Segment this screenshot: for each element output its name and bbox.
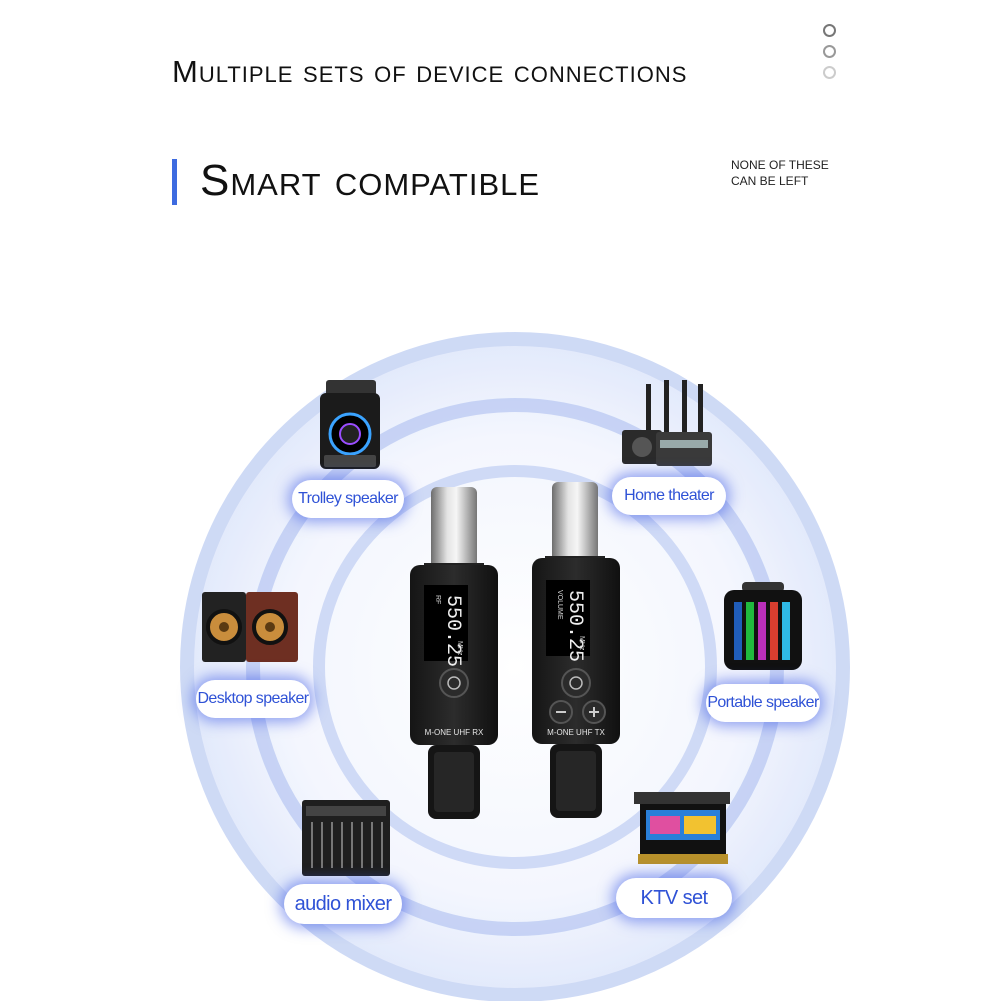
- device-label-ktv-set: KTV set: [616, 878, 732, 918]
- rx-unit: MHz: [456, 641, 463, 656]
- tx-signal: VOLUME: [556, 590, 563, 620]
- page-headline: Multiple sets of device connections: [172, 54, 688, 89]
- accent-bar: [172, 159, 177, 205]
- rx-model-label: M-ONE UHF RX: [425, 728, 484, 737]
- note-line: NONE OF THESE: [731, 158, 829, 172]
- device-label-trolley-speaker: Trolley speaker: [292, 480, 404, 518]
- section-title: Smart compatible: [200, 156, 541, 205]
- indicator-dot[interactable]: [823, 24, 836, 37]
- home-theater-image: [622, 380, 712, 466]
- audio-mixer-image: [302, 800, 390, 876]
- transmitter-device: [532, 482, 620, 818]
- tx-model-label: M-ONE UHF TX: [547, 728, 605, 737]
- indicator-dot[interactable]: [823, 66, 836, 79]
- page-indicator: [823, 24, 836, 87]
- indicator-dot[interactable]: [823, 45, 836, 58]
- ktv-set-image: [634, 792, 730, 864]
- desktop-speaker-image: [202, 592, 298, 662]
- device-label-home-theater: Home theater: [612, 477, 726, 515]
- device-label-desktop-speaker: Desktop speaker: [196, 680, 310, 718]
- tx-unit: MHz: [578, 636, 585, 651]
- rx-signal: RF: [434, 595, 441, 604]
- trolley-speaker-image: [320, 380, 380, 469]
- rx-frequency: 550.25: [441, 595, 464, 667]
- device-label-portable-speaker: Portable speaker: [706, 684, 820, 722]
- portable-speaker-image: [724, 582, 802, 670]
- note-line: CAN BE LEFT: [731, 174, 809, 188]
- side-note: NONE OF THESE CAN BE LEFT: [731, 157, 829, 189]
- receiver-device: [410, 487, 498, 819]
- tx-frequency: 550.25: [563, 590, 586, 662]
- device-label-audio-mixer: audio mixer: [284, 884, 402, 924]
